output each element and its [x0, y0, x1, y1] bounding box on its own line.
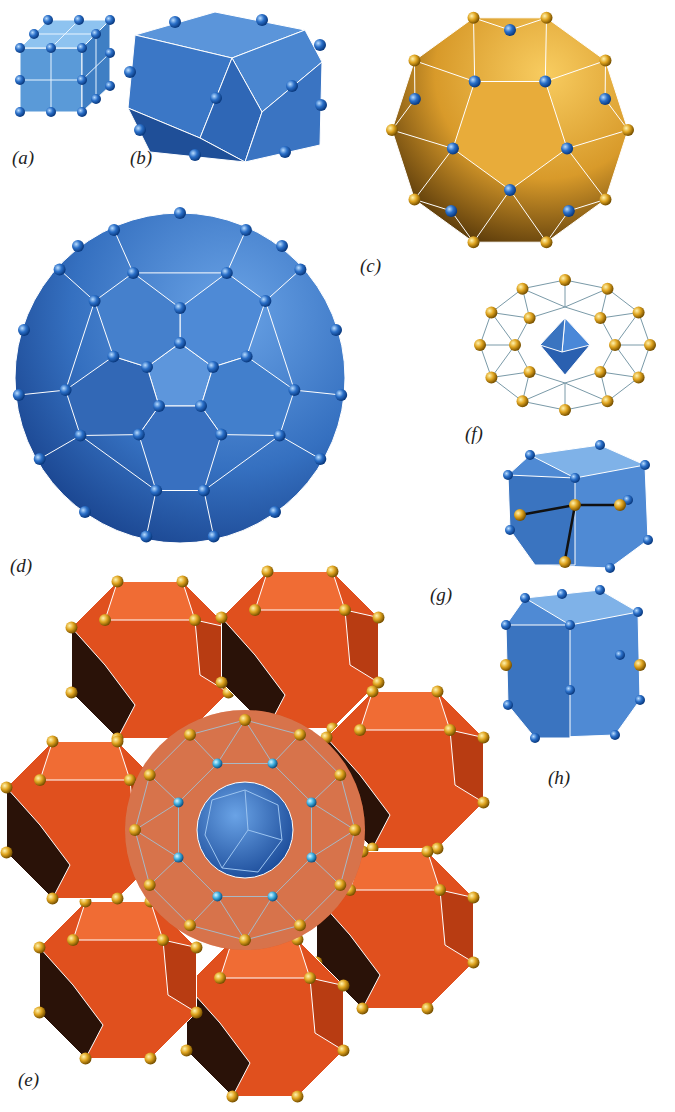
- gold-polyhedron-figure: [386, 12, 634, 248]
- panel-label: (d): [10, 556, 32, 577]
- panel-label: (a): [12, 148, 34, 169]
- cage-figure: [500, 585, 646, 743]
- panel-label: (f): [465, 424, 483, 445]
- cluster-figure: [1, 566, 490, 1103]
- wireframe-figure: [474, 274, 656, 416]
- cube-figure: [15, 15, 115, 117]
- panel-label: (e): [18, 1070, 39, 1091]
- panel-label: (h): [548, 768, 570, 789]
- large-polyhedron-figure: [13, 207, 347, 543]
- atom-spheres: [124, 14, 327, 161]
- panel-label: (c): [360, 256, 381, 277]
- polyhedron-figure: [128, 12, 322, 162]
- panel-label: (b): [130, 148, 152, 169]
- panel-label: (g): [430, 585, 452, 606]
- cage-figure: [503, 440, 653, 573]
